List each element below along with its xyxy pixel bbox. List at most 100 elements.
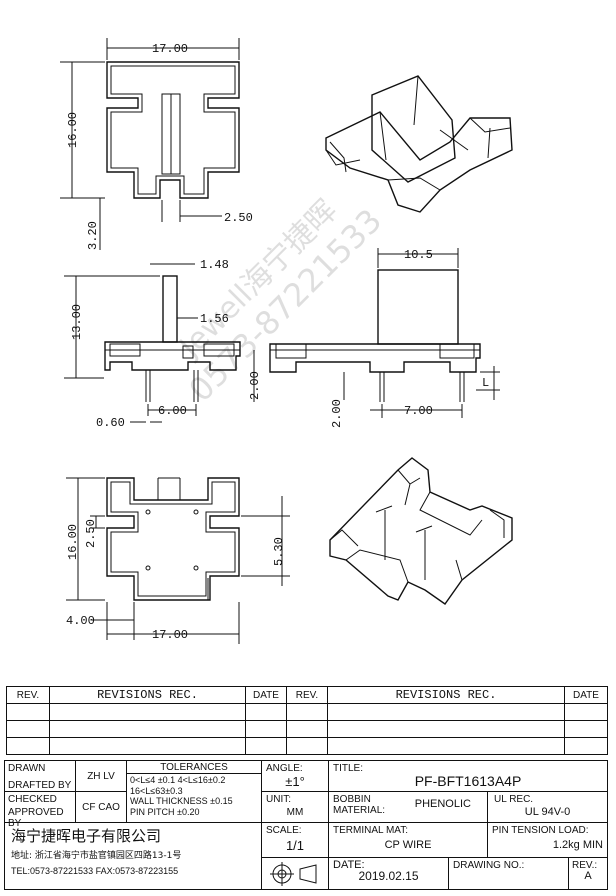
drawn-label: DRAWN	[8, 763, 46, 774]
rev-row-3-c	[245, 737, 287, 755]
angle-value: ±1°	[285, 774, 305, 789]
isometric-view-top	[325, 75, 513, 213]
unit-cell: UNIT: MM	[261, 791, 329, 823]
angle-cell: ANGLE: ±1°	[261, 760, 329, 792]
dim-top-2-50: 2.50	[224, 211, 253, 225]
terminal-value: CP WIRE	[384, 839, 432, 851]
title-cell: TITLE: PF-BFT1613A4P	[328, 760, 608, 792]
drafted-by-label: DRAFTED BY	[8, 780, 72, 791]
scale-value: 1/1	[285, 838, 305, 853]
company-tel-fax: TEL:0573-87221533 FAX:0573-87223155	[11, 866, 179, 876]
unit-label: UNIT:	[266, 794, 291, 805]
dim-top-height: 16.00	[66, 112, 80, 148]
rev-row-3-d	[286, 737, 328, 755]
dim-side-6-00: 6.00	[158, 404, 187, 418]
date-value: 2019.02.15	[358, 869, 419, 883]
rev-row-1-f	[564, 703, 608, 721]
rev-row-3-b	[49, 737, 246, 755]
dim-top-3-20: 3.20	[86, 221, 100, 250]
approved-by-value: CF CAO	[75, 791, 127, 823]
checked-cell: CHECKED APPROVED BY	[4, 791, 76, 829]
scale-cell: SCALE: 1/1	[261, 822, 329, 858]
bobbin-label: BOBBIN	[333, 794, 371, 805]
dim-bottom-16-00: 16.00	[66, 524, 80, 560]
end-view: 10.5 2.00 7.00 L	[269, 248, 500, 428]
date-header: DATE	[245, 686, 287, 704]
dim-side-1-48: 1.48	[200, 258, 229, 272]
date-cell: DATE: 2019.02.15	[328, 857, 449, 890]
isometric-view-bottom	[329, 457, 513, 605]
ul-rec-label: UL REC.	[494, 794, 534, 805]
projection-symbol	[261, 857, 329, 890]
material-value: PHENOLIC	[414, 798, 471, 810]
title-label: TITLE:	[333, 763, 364, 774]
rev-label: REV.:	[572, 860, 598, 871]
rev-row-2-c	[245, 720, 287, 738]
rev-cell: REV.: A	[568, 857, 608, 890]
unit-value: MM	[286, 807, 304, 818]
drawing-no-cell: DRAWING NO.:	[448, 857, 569, 890]
rev-row-1-b	[49, 703, 246, 721]
dim-bottom-17-00: 17.00	[152, 628, 188, 642]
company-name: 海宁捷晖电子有限公司	[11, 827, 162, 845]
checked-label: CHECKED	[8, 794, 57, 805]
tolerances-label: TOLERANCES	[126, 760, 262, 774]
rev-header: REV.	[6, 686, 50, 704]
rev-row-1-a	[6, 703, 50, 721]
ul-rec-cell: UL REC. UL 94V-0	[487, 791, 608, 823]
rev-row-3-f	[564, 737, 608, 755]
dim-end-10-5: 10.5	[404, 248, 433, 262]
dim-bottom-4-00: 4.00	[66, 614, 95, 628]
tol-line-1: 0<L≤4 ±0.1 4<L≤16±0.2	[130, 775, 226, 785]
drafted-by-value: ZH LV	[75, 760, 127, 792]
dim-side-1-56: 1.56	[200, 312, 229, 326]
title-value: PF-BFT1613A4P	[414, 773, 522, 789]
dim-end-7-00: 7.00	[404, 404, 433, 418]
rev-row-3-e	[327, 737, 565, 755]
rev-row-3-a	[6, 737, 50, 755]
technical-drawing: 17.00 16.00 3.20 2.50 1.	[60, 38, 513, 644]
rev-row-2-d	[286, 720, 328, 738]
bottom-view: 16.00 2.50 5.30 4.00 17.00	[66, 477, 290, 644]
revisions-header-2: REVISIONS REC.	[327, 686, 565, 704]
material-label: MATERIAL:	[333, 805, 386, 816]
rev-header-2: REV.	[286, 686, 328, 704]
company-address: 地址: 浙江省海宁市盐官镇园区四路13-1号	[11, 851, 182, 861]
rev-row-2-f	[564, 720, 608, 738]
dim-side-2-00: 2.00	[248, 371, 262, 400]
material-cell: BOBBIN MATERIAL: PHENOLIC	[328, 791, 488, 823]
dim-end-L: L	[482, 376, 489, 390]
rev-row-2-e	[327, 720, 565, 738]
company-cell: 海宁捷晖电子有限公司 地址: 浙江省海宁市盐官镇园区四路13-1号 TEL:05…	[4, 822, 262, 890]
tol-line-3: WALL THICKNESS ±0.15	[130, 796, 233, 806]
rev-row-1-e	[327, 703, 565, 721]
ul-rec-value: UL 94V-0	[524, 806, 571, 818]
tolerances-values: 0<L≤4 ±0.1 4<L≤16±0.2 16<L≤63±0.3 WALL T…	[126, 773, 262, 823]
pin-tension-label: PIN TENSION LOAD:	[492, 825, 589, 836]
pin-tension-cell: PIN TENSION LOAD: 1.2kg MIN	[487, 822, 608, 858]
rev-row-2-a	[6, 720, 50, 738]
date-label: DATE:	[333, 859, 365, 871]
terminal-cell: TERMINAL MAT: CP WIRE	[328, 822, 488, 858]
dim-bottom-2-50: 2.50	[84, 519, 98, 548]
angle-label: ANGLE:	[266, 763, 303, 774]
revisions-header: REVISIONS REC.	[49, 686, 246, 704]
date-header-2: DATE	[564, 686, 608, 704]
scale-label: SCALE:	[266, 825, 302, 836]
rev-row-1-c	[245, 703, 287, 721]
third-angle-projection-icon	[270, 861, 317, 886]
tol-line-2: 16<L≤63±0.3	[130, 785, 183, 796]
approved-by-label: APPROVED BY	[8, 807, 64, 829]
rev-row-1-d	[286, 703, 328, 721]
dim-bottom-5-30: 5.30	[272, 537, 286, 566]
rev-row-2-b	[49, 720, 246, 738]
drawing-no-label: DRAWING NO.:	[453, 860, 525, 871]
tol-line-4: PIN PITCH ±0.20	[130, 806, 200, 817]
top-view: 17.00 16.00 3.20 2.50	[60, 38, 253, 250]
dim-side-13-00: 13.00	[70, 304, 84, 340]
drawn-cell: DRAWN DRAFTED BY	[4, 760, 76, 792]
terminal-label: TERMINAL MAT:	[333, 825, 409, 836]
dim-end-2-00: 2.00	[330, 399, 344, 428]
side-view: 1.48 13.00 1.56 6.00 0.60 2.00	[64, 258, 262, 430]
dim-top-width: 17.00	[152, 42, 188, 56]
